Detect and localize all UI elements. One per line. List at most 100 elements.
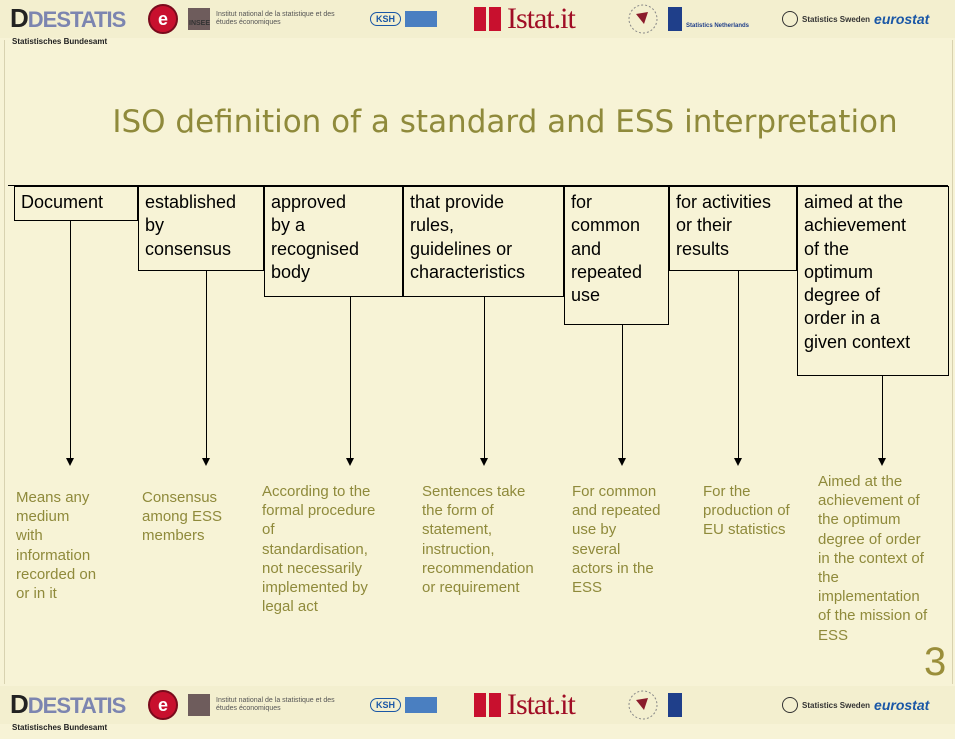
interpretation-line: of the mission of (818, 607, 928, 625)
slide-title: ISO definition of a standard and ESS int… (112, 104, 898, 140)
ksh-logo-footer: KSH (370, 690, 438, 720)
istat-logo: Istat.it (474, 2, 576, 35)
national-emblem-logo: e (148, 4, 178, 34)
interpretation-line: in the context of (818, 549, 924, 567)
interpretation-line: information (16, 546, 91, 564)
insee-logo-footer: Institut national de la statistique et d… (188, 690, 346, 720)
destatis-logo-footer: DDESTATIS Statistisches Bundesamt (10, 690, 127, 732)
page-number: 3 (924, 640, 947, 684)
cbs-logo-footer (668, 690, 682, 720)
interpretation-line: medium (16, 508, 70, 526)
term-line: and (571, 238, 602, 259)
footer-logo-band: DDESTATIS Statistisches Bundesamt e Inst… (0, 686, 955, 732)
interpretation-line: production of (703, 502, 790, 520)
insee-name: INSEE (189, 20, 211, 27)
interpretation-line: among ESS (142, 508, 223, 526)
interpretation-line: instruction, (422, 540, 495, 558)
interpretation-line: Consensus (142, 489, 218, 506)
term-line: of the (804, 238, 850, 259)
interpretation-line: legal act (262, 598, 318, 616)
istat-logo-footer: Istat.it (474, 688, 576, 721)
interpretation-line: Means any (16, 489, 90, 506)
interpretation-line: implemented by (262, 579, 368, 597)
slide-frame (4, 40, 953, 684)
term-line: Document (21, 192, 104, 212)
interpretation-line: members (142, 527, 205, 545)
destatis-name: DESTATIS (27, 7, 127, 32)
eurostat-name-footer: eurostat (874, 697, 930, 713)
scb-name: Statistics Sweden (802, 14, 871, 24)
interpretation-line: achievement of (818, 492, 920, 510)
arrow-line (622, 325, 623, 458)
term-line: results (676, 238, 730, 259)
term-line: recognised (271, 238, 360, 259)
interpretation-line: the (818, 569, 839, 587)
arrow-line (350, 297, 351, 458)
arrow-head-icon (202, 458, 210, 466)
destatis-name-footer: DESTATIS (27, 693, 127, 718)
interpretation-line: According to the (262, 483, 371, 500)
interpretation-line: ESS (818, 626, 849, 644)
insee-desc-footer: Institut national de la statistique et d… (216, 697, 335, 712)
arrow-line (738, 271, 739, 458)
national-emblem-logo-footer: e (148, 690, 178, 720)
scb-name-footer: Statistics Sweden (802, 700, 871, 710)
interpretation-line: with (16, 527, 43, 545)
term-line: repeated (571, 261, 643, 282)
arrow-head-icon (346, 458, 354, 466)
interpretation-line: implementation (818, 588, 920, 606)
term-line: rules, (410, 215, 455, 236)
eurostat-name: eurostat (874, 11, 930, 27)
term-line: or their (676, 215, 733, 236)
interpretation-line: the optimum (818, 511, 901, 529)
destatis-sub: Statistisches Bundesamt (12, 37, 108, 46)
term-line: characteristics (410, 261, 526, 282)
interpretation-line: statement, (422, 521, 493, 539)
term-line: consensus (145, 238, 232, 259)
interpretation-line: actors in the (572, 559, 654, 577)
interpretation-line: Sentences take (422, 483, 526, 500)
scb-logo-footer: Statistics Sweden eurostat (782, 690, 929, 720)
term-line: by a (271, 215, 306, 236)
term-line: body (271, 261, 311, 282)
scb-logo: Statistics Sweden eurostat (782, 4, 929, 34)
header-logo-band: DDESTATIS Statistisches Bundesamt e INSE… (0, 0, 955, 46)
ksh-name-footer: KSH (370, 698, 402, 712)
term-line: guidelines or (410, 238, 513, 259)
interpretation-line: formal procedure (262, 502, 376, 520)
interpretation-line: not necessarily (262, 559, 363, 577)
ksh-logo: KSH (370, 4, 438, 34)
term-line: that provide (410, 192, 505, 212)
term-line: given context (804, 331, 911, 352)
istat-name: Istat.it (507, 2, 576, 35)
arrow-line (70, 221, 71, 458)
term-line: optimum (804, 261, 874, 282)
arrow-line (484, 297, 485, 458)
interpretation-line: use by (572, 521, 617, 539)
arrow-head-icon (734, 458, 742, 466)
interpretation-line: standardisation, (262, 540, 368, 558)
interpretation-line: For the (703, 483, 751, 500)
interpretation-line: or requirement (422, 579, 520, 597)
arrow-line (882, 376, 883, 458)
statistics-lithuania-logo-footer (626, 690, 660, 720)
insee-desc: Institut national de la statistique et d… (216, 11, 335, 26)
interpretation-line: degree of order (818, 530, 921, 548)
interpretation-line: recommendation (422, 559, 534, 577)
interpretation-line: of (262, 521, 275, 539)
cbs-logo: Statistics Netherlands (668, 4, 749, 34)
ksh-name: KSH (370, 12, 402, 26)
